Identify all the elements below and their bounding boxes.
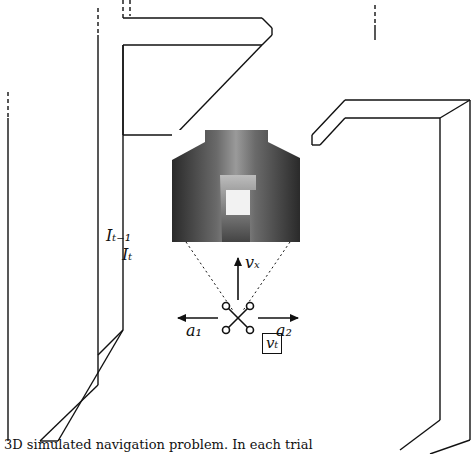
symbol-label: a₁ bbox=[186, 323, 202, 339]
wall-lines bbox=[8, 0, 470, 454]
quadrotor-symbol bbox=[223, 303, 254, 334]
symbol-label: Iₜ bbox=[122, 247, 132, 263]
symbol-label: Iₜ₋₁ bbox=[106, 228, 131, 244]
depth-image bbox=[172, 130, 300, 242]
symbol-label: vₓ bbox=[245, 255, 260, 271]
figure-caption: 3D simulated navigation problem. In each… bbox=[4, 437, 313, 452]
symbol-label: a₂ bbox=[276, 323, 292, 339]
action-arrows bbox=[178, 258, 298, 318]
view-frustum bbox=[186, 242, 290, 312]
